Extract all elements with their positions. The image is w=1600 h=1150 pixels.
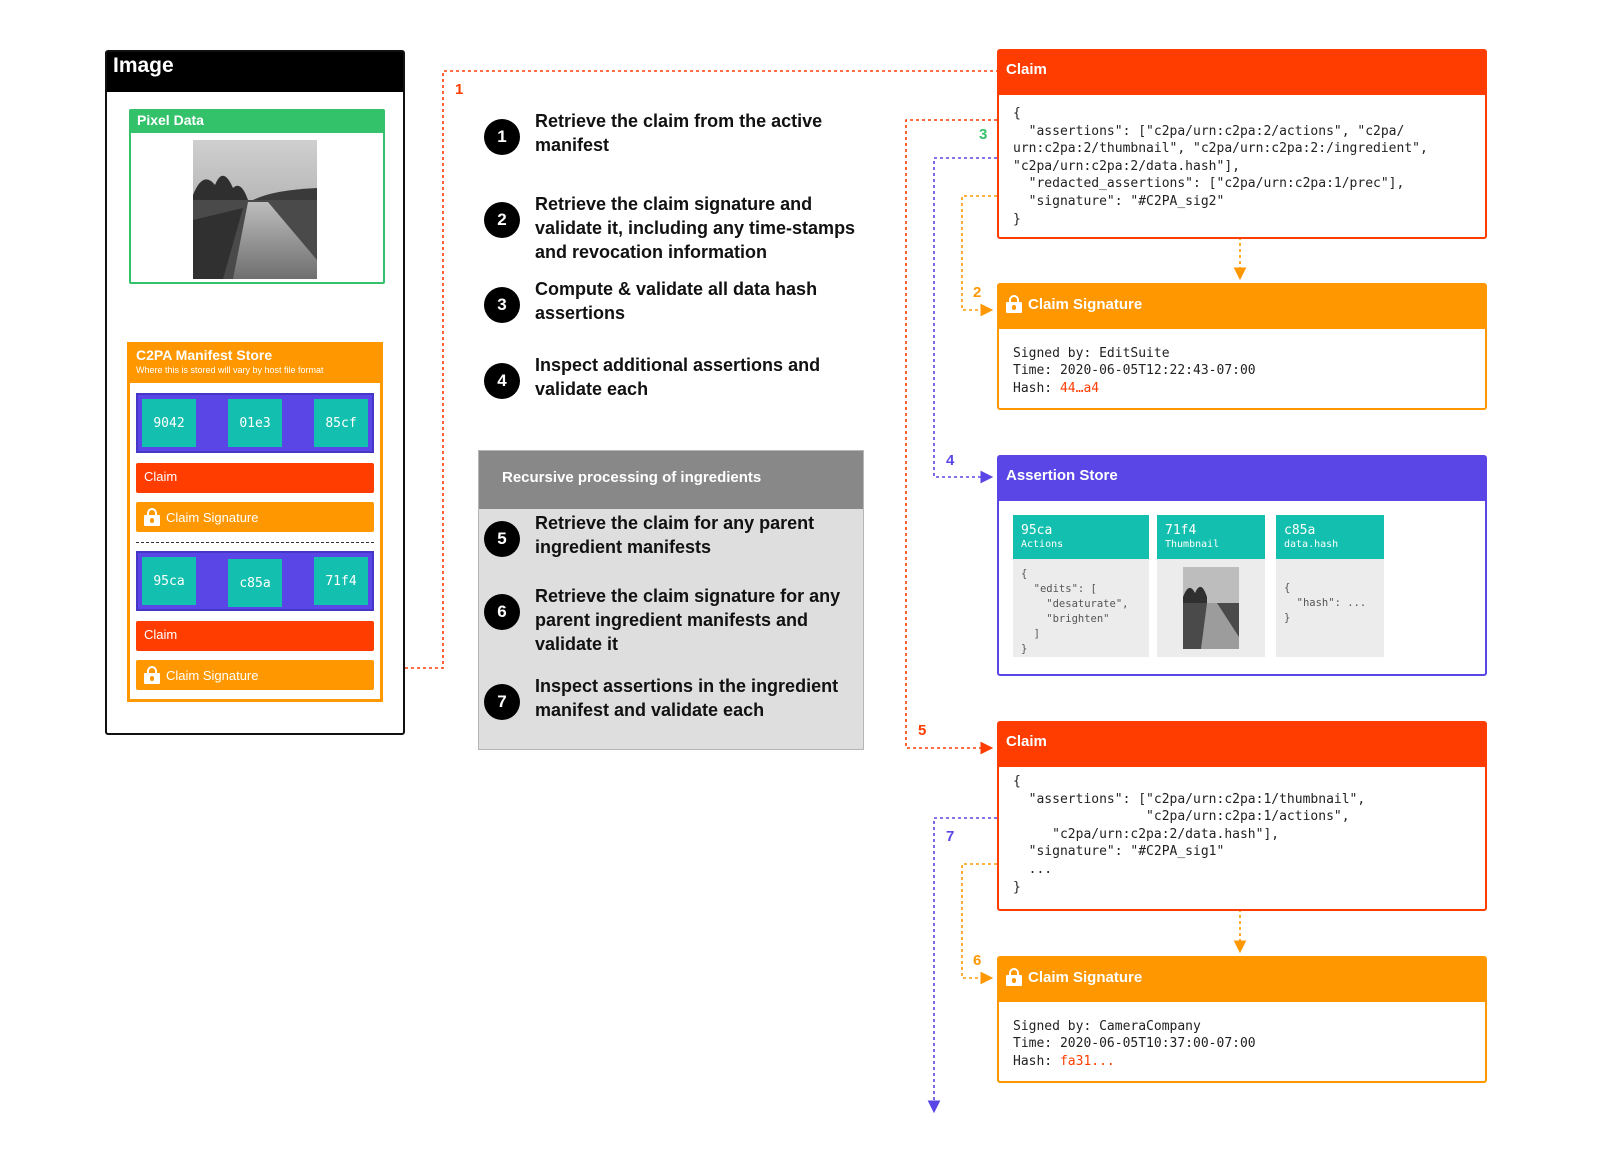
connector-2 xyxy=(961,195,997,317)
assertion-chip: 01e3 xyxy=(228,399,282,447)
assertion-id: c85a xyxy=(1284,523,1316,538)
recursive-processing-title: Recursive processing of ingredients xyxy=(479,451,863,509)
manifest-store-title: C2PA Manifest Store xyxy=(136,347,273,363)
assertion-strip-active: 9042 01e3 85cf xyxy=(136,393,374,453)
assertion-body: { "edits": [ "desaturate", "brighten" ] … xyxy=(1021,568,1129,655)
claim-title: Claim xyxy=(999,51,1485,95)
manifest-store-subtitle: Where this is stored will vary by host f… xyxy=(136,365,324,375)
assertion-name: data.hash xyxy=(1284,539,1339,550)
step-text: Inspect additional assertions and valida… xyxy=(535,355,821,399)
assertion-chip: 9042 xyxy=(142,399,196,447)
signature-signed-by: Signed by: EditSuite xyxy=(1013,346,1170,361)
lock-icon xyxy=(1006,295,1022,313)
connector-1 xyxy=(405,70,997,669)
step-number: 2 xyxy=(484,202,520,238)
lock-icon xyxy=(144,666,160,684)
step-text: Retrieve the claim from the active manif… xyxy=(535,111,823,155)
flow-label-2: 2 xyxy=(973,284,982,301)
step-text: Inspect assertions in the ingredient man… xyxy=(535,676,839,720)
claim-code: { "assertions": ["c2pa/urn:c2pa:1/thumbn… xyxy=(1013,774,1366,895)
flow-label-5: 5 xyxy=(918,722,927,739)
assertion-chip: 95ca xyxy=(142,557,196,605)
claim-signature-label: Claim Signature xyxy=(166,668,259,683)
signature-time: Time: 2020-06-05T10:37:00-07:00 xyxy=(1013,1036,1256,1051)
flow-label-6: 6 xyxy=(973,952,982,969)
step-text: Retrieve the claim signature for any par… xyxy=(535,586,841,654)
road-photo xyxy=(193,140,317,279)
claim-card-ingredient: Claim { "assertions": ["c2pa/urn:c2pa:1/… xyxy=(997,721,1487,911)
c2pa-manifest-store: C2PA Manifest Store Where this is stored… xyxy=(127,342,383,702)
image-panel: Image Pixel Data C2PA Manifest Store Whe… xyxy=(105,50,405,735)
claim-bar: Claim xyxy=(136,463,374,493)
claim-signature-header: Claim Signature xyxy=(999,958,1485,1002)
recursive-processing-box: Recursive processing of ingredients xyxy=(478,450,864,750)
lock-icon xyxy=(1006,968,1022,986)
signature-hash: Hash: 44…a4 xyxy=(1013,381,1100,396)
claim-signature-card-active: Claim Signature Signed by: EditSuite Tim… xyxy=(997,283,1487,410)
step-number: 1 xyxy=(484,119,520,155)
step-text: Retrieve the claim for any parent ingred… xyxy=(535,513,815,557)
assertion-body: { "hash": ... } xyxy=(1284,582,1367,624)
claim-bar: Claim xyxy=(136,621,374,651)
image-panel-title: Image xyxy=(107,52,403,92)
claim-signature-title: Claim Signature xyxy=(1028,296,1143,313)
assertion-chip: 85cf xyxy=(314,399,368,447)
claim-card-active: Claim { "assertions": ["c2pa/urn:c2pa:2/… xyxy=(997,49,1487,239)
assertion-strip-ingredient: 95ca c85a 71f4 xyxy=(136,551,374,611)
connector-3 xyxy=(905,119,997,755)
flow-label-7: 7 xyxy=(946,828,955,845)
signature-time: Time: 2020-06-05T12:22:43-07:00 xyxy=(1013,363,1256,378)
claim-signature-bar: Claim Signature xyxy=(136,502,374,532)
step-number: 5 xyxy=(484,521,520,557)
assertion-store-title: Assertion Store xyxy=(999,457,1485,501)
pixel-data-box: Pixel Data xyxy=(129,109,385,284)
assertion-id: 95ca xyxy=(1021,523,1053,538)
flow-label-4: 4 xyxy=(946,452,955,469)
step-number: 6 xyxy=(484,594,520,630)
claim-title: Claim xyxy=(999,723,1485,767)
manifest-divider xyxy=(136,542,374,543)
step-text: Compute & validate all data hash asserti… xyxy=(535,279,818,323)
lock-icon xyxy=(144,508,160,526)
step-number: 7 xyxy=(484,684,520,720)
flow-label-1: 1 xyxy=(455,81,464,98)
assertion-name: Thumbnail xyxy=(1165,539,1220,550)
connector-6 xyxy=(961,863,997,985)
signature-hash-value: fa31... xyxy=(1059,1054,1115,1069)
step-number: 4 xyxy=(484,363,520,399)
claim-signature-bar: Claim Signature xyxy=(136,660,374,690)
assertion-id: 71f4 xyxy=(1165,523,1197,538)
claim-signature-header: Claim Signature xyxy=(999,285,1485,329)
claim-signature-label: Claim Signature xyxy=(166,510,259,525)
connector-7 xyxy=(927,817,997,1114)
claim-signature-card-ingredient: Claim Signature Signed by: CameraCompany… xyxy=(997,956,1487,1083)
step-number: 3 xyxy=(484,287,520,323)
thumbnail-image xyxy=(1183,567,1239,649)
connector-4 xyxy=(933,157,997,484)
pixel-data-label: Pixel Data xyxy=(131,111,383,133)
signature-hash: Hash: fa31... xyxy=(1013,1054,1115,1069)
assertion-name: Actions xyxy=(1021,539,1064,550)
assertion-chip: c85a xyxy=(228,559,282,607)
signature-signed-by: Signed by: CameraCompany xyxy=(1013,1019,1201,1034)
assertion-chip: 71f4 xyxy=(314,557,368,605)
signature-hash-value: 44…a4 xyxy=(1059,381,1100,396)
step-text: Retrieve the claim signature and validat… xyxy=(535,194,856,262)
claim-code: { "assertions": ["c2pa/urn:c2pa:2/action… xyxy=(1013,106,1428,227)
flow-label-3: 3 xyxy=(979,126,988,143)
claim-signature-title: Claim Signature xyxy=(1028,969,1143,986)
